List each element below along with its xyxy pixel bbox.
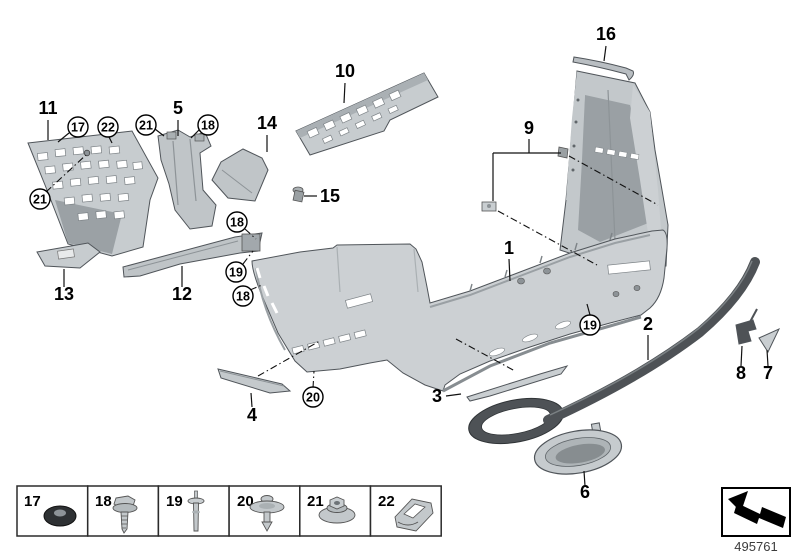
part-14-cover-panel xyxy=(211,148,269,202)
part-15-clip xyxy=(292,186,305,203)
part-label-2[interactable]: 2 xyxy=(643,314,653,334)
diagram-number: 495761 xyxy=(734,539,777,554)
upper-bumper-section xyxy=(559,70,669,269)
part-label-7[interactable]: 7 xyxy=(763,363,773,383)
fastener-legend: 17 18 19 20 21 22 xyxy=(16,485,442,537)
part-label-14[interactable]: 14 xyxy=(257,113,277,133)
svg-text:19: 19 xyxy=(583,319,597,333)
svg-text:19: 19 xyxy=(229,266,243,280)
part-12-bracket-rail xyxy=(122,232,263,278)
part-label-10[interactable]: 10 xyxy=(335,61,355,81)
part-label-16[interactable]: 16 xyxy=(596,24,616,44)
legend-number-18: 18 xyxy=(95,493,112,510)
callout-17[interactable]: 17 xyxy=(67,116,89,138)
callout-20[interactable]: 20 xyxy=(302,386,324,408)
part-label-8[interactable]: 8 xyxy=(736,363,746,383)
callout-22[interactable]: 22 xyxy=(97,116,119,138)
expansion-rivet-icon xyxy=(187,490,205,532)
part-label-11[interactable]: 11 xyxy=(38,98,57,118)
legend-number-22: 22 xyxy=(378,493,395,510)
part-2-lower-trim-strip xyxy=(468,257,760,445)
direction-indicator xyxy=(721,487,791,537)
callout-19-right[interactable]: 19 xyxy=(579,314,601,336)
part-16-trim-strip xyxy=(572,56,634,81)
callout-19-left[interactable]: 19 xyxy=(225,261,247,283)
svg-text:18: 18 xyxy=(201,119,215,133)
svg-text:22: 22 xyxy=(101,121,115,135)
push-pin-rivet-icon xyxy=(249,495,285,532)
legend-number-21: 21 xyxy=(307,493,324,510)
callout-18-mid[interactable]: 18 xyxy=(226,211,248,233)
svg-text:17: 17 xyxy=(71,121,85,135)
legend-number-20: 20 xyxy=(237,493,254,510)
direction-arrow-icon xyxy=(728,491,786,528)
legend-number-17: 17 xyxy=(24,493,41,510)
part-1-bumper-cover xyxy=(251,229,668,393)
part-13-cover xyxy=(36,242,101,269)
part-label-6[interactable]: 6 xyxy=(580,482,590,502)
legend-number-19: 19 xyxy=(166,493,183,510)
callout-18-lower[interactable]: 18 xyxy=(232,285,254,307)
callout-18-top[interactable]: 18 xyxy=(197,114,219,136)
part-4-trim-strip xyxy=(217,368,292,394)
part-10-mounting-plate xyxy=(295,72,439,156)
flange-nut-icon xyxy=(318,496,356,524)
svg-text:21: 21 xyxy=(33,193,47,207)
grommet-washer-icon xyxy=(43,505,77,527)
part-11-support-panel xyxy=(27,130,159,257)
part-label-15[interactable]: 15 xyxy=(320,186,340,206)
part-label-1[interactable]: 1 xyxy=(504,238,514,258)
clip-nut-icon xyxy=(394,498,434,532)
leader-lines xyxy=(45,45,769,487)
part-label-9[interactable]: 9 xyxy=(524,118,534,138)
svg-text:20: 20 xyxy=(306,391,320,405)
part-label-12[interactable]: 12 xyxy=(172,284,192,304)
svg-text:18: 18 xyxy=(236,290,250,304)
part-6-exhaust-tip xyxy=(533,422,623,475)
part-label-3[interactable]: 3 xyxy=(432,386,442,406)
part-3-trim-strip xyxy=(466,365,569,402)
hex-screw-icon xyxy=(112,495,138,534)
part-label-4[interactable]: 4 xyxy=(247,405,257,425)
part-label-13[interactable]: 13 xyxy=(54,284,74,304)
part-7-trim-finisher xyxy=(758,327,781,354)
callout-21-top[interactable]: 21 xyxy=(135,114,157,136)
part-label-5[interactable]: 5 xyxy=(173,98,183,118)
part-8-bracket xyxy=(735,308,758,345)
part-5-guide-bracket xyxy=(157,129,217,230)
callout-21-left[interactable]: 21 xyxy=(29,188,51,210)
part-9-clips xyxy=(481,146,569,212)
svg-text:18: 18 xyxy=(230,216,244,230)
svg-text:21: 21 xyxy=(139,119,153,133)
